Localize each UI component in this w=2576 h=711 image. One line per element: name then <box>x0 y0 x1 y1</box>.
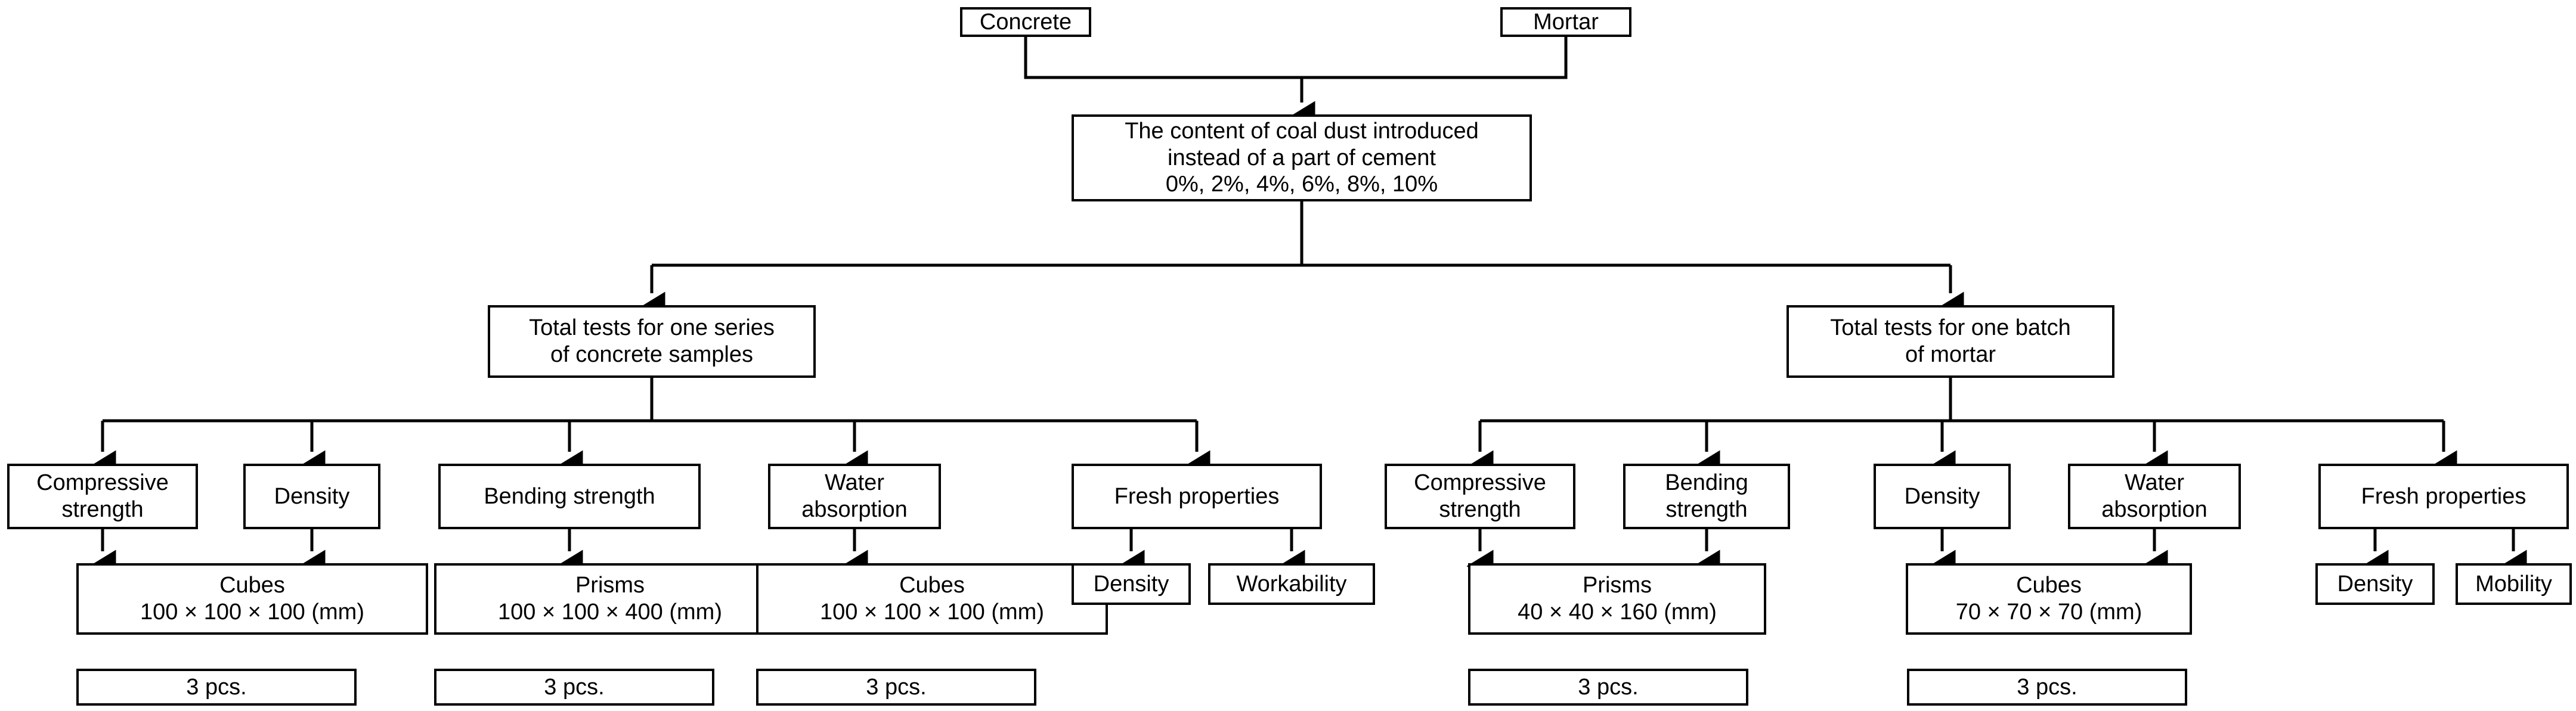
node-concrete-density-label: Density <box>274 483 350 509</box>
node-mortar-fresh-density[interactable]: Density <box>2315 563 2435 605</box>
node-mortar-prisms-160[interactable]: Prisms 40 × 40 × 160 (mm) <box>1468 563 1766 635</box>
node-mortar-bending-strength[interactable]: Bending strength <box>1623 464 1790 529</box>
node-concrete-compressive-strength-label: Compressive strength <box>36 470 169 522</box>
node-concrete-prisms-400-label: Prisms 100 × 100 × 400 (mm) <box>498 573 722 625</box>
node-concrete-fresh-density[interactable]: Density <box>1072 563 1191 605</box>
node-mortar[interactable]: Mortar <box>1500 7 1631 37</box>
node-mortar-compressive-strength[interactable]: Compressive strength <box>1385 464 1575 529</box>
node-concrete-water-absorption[interactable]: Water absorption <box>768 464 941 529</box>
node-mortar-count-1[interactable]: 3 pcs. <box>1468 669 1748 706</box>
node-mortar-density[interactable]: Density <box>1874 464 2011 529</box>
node-mortar-count-1-label: 3 pcs. <box>1578 674 1639 700</box>
node-mortar-bending-strength-label: Bending strength <box>1665 470 1748 522</box>
node-concrete-bending-strength[interactable]: Bending strength <box>438 464 701 529</box>
node-mortar-fresh-properties[interactable]: Fresh properties <box>2318 464 2569 529</box>
node-concrete[interactable]: Concrete <box>960 7 1091 37</box>
node-mortar-water-absorption[interactable]: Water absorption <box>2068 464 2241 529</box>
node-concrete-bending-strength-label: Bending strength <box>484 483 655 509</box>
node-concrete-count-1[interactable]: 3 pcs. <box>76 669 357 706</box>
node-concrete-label: Concrete <box>979 9 1072 35</box>
node-concrete-count-3-label: 3 pcs. <box>866 674 927 700</box>
node-mortar-density-label: Density <box>1904 483 1980 509</box>
node-mortar-count-2[interactable]: 3 pcs. <box>1907 669 2187 706</box>
node-coal-dust-content-label: The content of coal dust introduced inst… <box>1125 118 1479 197</box>
node-concrete-fresh-workability[interactable]: Workability <box>1208 563 1375 605</box>
node-concrete-cubes-100[interactable]: Cubes 100 × 100 × 100 (mm) <box>76 563 428 635</box>
node-mortar-label: Mortar <box>1533 9 1599 35</box>
node-mortar-fresh-density-label: Density <box>2337 571 2413 597</box>
node-mortar-total-tests[interactable]: Total tests for one batch of mortar <box>1787 305 2114 378</box>
node-concrete-water-absorption-label: Water absorption <box>801 470 908 522</box>
node-mortar-water-absorption-label: Water absorption <box>2101 470 2207 522</box>
node-mortar-total-tests-label: Total tests for one batch of mortar <box>1830 315 2071 367</box>
node-mortar-cubes-70[interactable]: Cubes 70 × 70 × 70 (mm) <box>1906 563 2192 635</box>
node-mortar-count-2-label: 3 pcs. <box>2017 674 2077 700</box>
node-concrete-compressive-strength[interactable]: Compressive strength <box>7 464 198 529</box>
node-concrete-cubes-100-absorption-label: Cubes 100 × 100 × 100 (mm) <box>820 573 1044 625</box>
node-concrete-fresh-density-label: Density <box>1093 571 1169 597</box>
node-mortar-prisms-160-label: Prisms 40 × 40 × 160 (mm) <box>1518 573 1717 625</box>
node-concrete-cubes-100-label: Cubes 100 × 100 × 100 (mm) <box>140 573 364 625</box>
node-concrete-count-2-label: 3 pcs. <box>544 674 605 700</box>
node-concrete-prisms-400[interactable]: Prisms 100 × 100 × 400 (mm) <box>434 563 786 635</box>
node-mortar-fresh-mobility-label: Mobility <box>2475 571 2552 597</box>
node-mortar-fresh-mobility[interactable]: Mobility <box>2456 563 2572 605</box>
node-concrete-count-1-label: 3 pcs. <box>186 674 247 700</box>
node-coal-dust-content[interactable]: The content of coal dust introduced inst… <box>1072 114 1532 201</box>
node-mortar-cubes-70-label: Cubes 70 × 70 × 70 (mm) <box>1955 573 2142 625</box>
node-concrete-total-tests[interactable]: Total tests for one series of concrete s… <box>488 305 816 378</box>
node-concrete-count-3[interactable]: 3 pcs. <box>756 669 1036 706</box>
node-concrete-cubes-100-absorption[interactable]: Cubes 100 × 100 × 100 (mm) <box>756 563 1108 635</box>
node-concrete-count-2[interactable]: 3 pcs. <box>434 669 714 706</box>
node-mortar-fresh-properties-label: Fresh properties <box>2361 483 2527 509</box>
node-concrete-fresh-properties[interactable]: Fresh properties <box>1072 464 1322 529</box>
node-concrete-density[interactable]: Density <box>243 464 380 529</box>
node-concrete-total-tests-label: Total tests for one series of concrete s… <box>529 315 775 367</box>
node-mortar-compressive-strength-label: Compressive strength <box>1414 470 1546 522</box>
node-concrete-fresh-properties-label: Fresh properties <box>1114 483 1280 509</box>
node-concrete-fresh-workability-label: Workability <box>1236 571 1347 597</box>
